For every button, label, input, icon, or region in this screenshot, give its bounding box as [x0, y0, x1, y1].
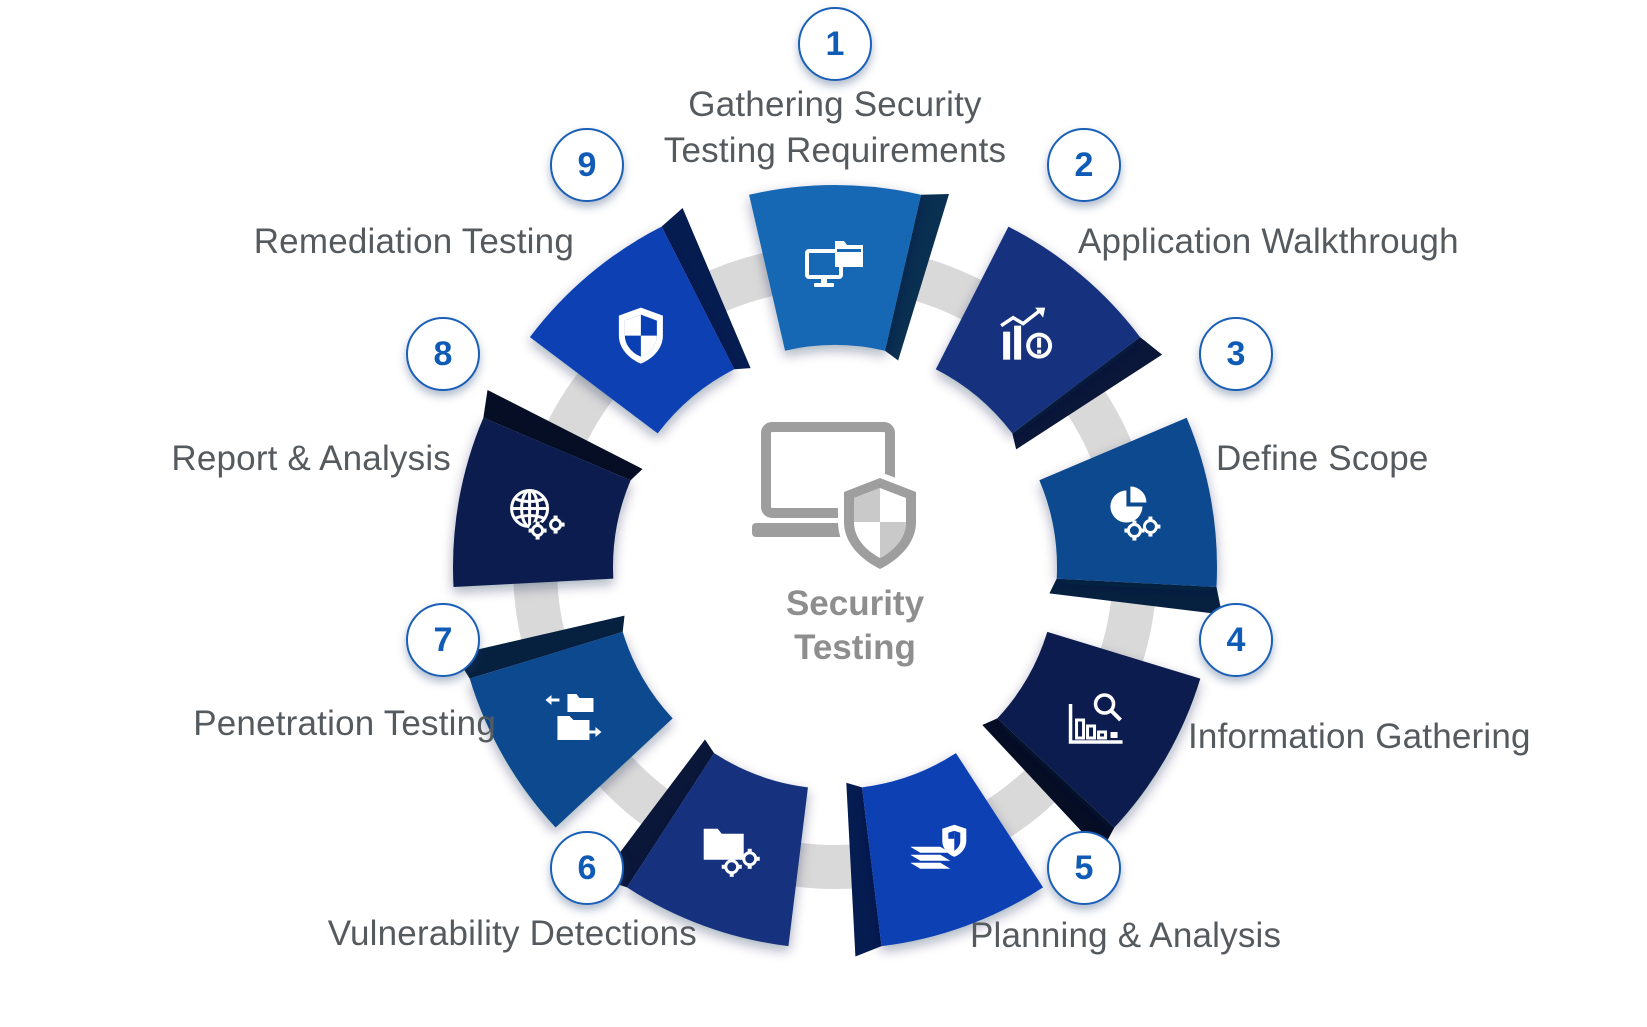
laptop-shield-icon — [752, 422, 922, 576]
segment-1-block — [749, 185, 921, 351]
step-5-label: Planning & Analysis — [970, 913, 1281, 959]
segment-2-block — [935, 226, 1141, 434]
segment-9 — [529, 208, 751, 434]
step-7-label-line1: Penetration Testing — [193, 704, 496, 743]
step-8-badge: 8 — [406, 317, 480, 391]
step-4-label-line1: Information Gathering — [1188, 717, 1531, 756]
step-9-badge: 9 — [550, 128, 624, 202]
segment-8-fold — [483, 389, 643, 481]
step-3-label: Define Scope — [1216, 436, 1429, 482]
segment-4-block — [997, 631, 1201, 828]
step-1-label-line1: Gathering Security — [688, 85, 982, 124]
segment-4 — [982, 631, 1201, 853]
step-4-label: Information Gathering — [1188, 714, 1531, 760]
segment-9-fold — [661, 208, 751, 370]
step-7-label: Penetration Testing — [193, 701, 496, 747]
step-8-label-line1: Report & Analysis — [171, 439, 451, 478]
step-1-label-line2: Testing Requirements — [663, 131, 1007, 170]
step-1-label: Gathering Security Testing Requirements — [640, 82, 1030, 174]
segments — [453, 185, 1223, 957]
step-3-badge: 3 — [1199, 317, 1273, 391]
step-1-badge: 1 — [798, 7, 872, 81]
segment-1 — [749, 185, 950, 361]
center-title-line2: Testing — [794, 628, 916, 667]
segment-5-fold — [846, 782, 882, 957]
segment-2-fold — [1012, 337, 1163, 450]
step-7-badge: 7 — [406, 603, 480, 677]
step-6-label: Vulnerability Detections — [328, 911, 697, 957]
segment-8 — [453, 389, 643, 587]
segment-8-block — [453, 417, 631, 587]
segment-4-fold — [982, 718, 1115, 853]
step-2-label: Application Walkthrough — [1078, 219, 1459, 265]
step-5-label-line1: Planning & Analysis — [970, 916, 1282, 955]
step-4-badge: 4 — [1199, 603, 1273, 677]
step-6-label-line1: Vulnerability Detections — [327, 914, 697, 953]
step-2-badge: 2 — [1047, 128, 1121, 202]
segment-1-fold — [884, 194, 950, 361]
step-9-label: Remediation Testing — [254, 219, 574, 265]
center-title: Security Testing — [735, 582, 975, 670]
step-8-label: Report & Analysis — [171, 436, 451, 482]
step-6-badge: 6 — [550, 831, 624, 905]
center-title-line1: Security — [785, 584, 925, 623]
segment-6-fold — [600, 739, 715, 888]
segment-2 — [935, 226, 1163, 450]
step-9-label-line1: Remediation Testing — [253, 222, 574, 261]
step-2-label-line1: Application Walkthrough — [1078, 222, 1459, 261]
segment-5 — [846, 753, 1044, 957]
segment-3-block — [1039, 417, 1217, 587]
segment-7-fold — [454, 615, 625, 679]
segment-6 — [600, 739, 808, 947]
segment-3 — [1039, 417, 1223, 615]
segment-7 — [454, 615, 673, 828]
step-3-label-line1: Define Scope — [1216, 439, 1429, 478]
step-5-badge: 5 — [1047, 831, 1121, 905]
segment-3-fold — [1049, 578, 1223, 615]
